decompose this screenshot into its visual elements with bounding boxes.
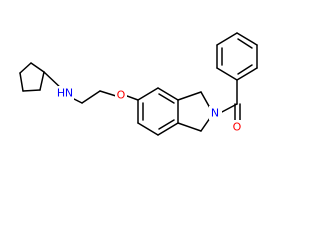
ring-n-bg [209, 106, 222, 120]
bond-phenyl-3 [216, 32, 238, 46]
bond-ether-aryl [126, 95, 139, 101]
bond-cyclopentyl-5 [19, 72, 24, 92]
bond-cyclopentyl-3 [39, 71, 45, 91]
bond-ring-n-bottom [200, 117, 211, 132]
bond-cyclopentyl-1 [19, 62, 32, 74]
bond-ch2-ether [99, 90, 117, 97]
structure-diagram: H N O N O [19, 32, 258, 136]
bond-aryl-1 [137, 87, 159, 101]
bond-phenyl-double-2 [237, 38, 253, 49]
amine-h-label: H [57, 87, 65, 100]
bond-n-carbonyl [219, 103, 238, 114]
bond-aryl-double-1 [158, 93, 175, 104]
bond-aryl-2 [157, 87, 179, 101]
bond-ring-n-top [200, 91, 211, 109]
bond-phenyl-1 [216, 67, 238, 81]
ether-o-bg [115, 88, 127, 102]
bond-phenyl-4 [236, 32, 258, 46]
carbonyl-oxygen-label: O [233, 121, 242, 134]
ether-oxygen-label: O [117, 89, 126, 102]
bonds [19, 32, 258, 136]
bond-ring-ch2-bottom [177, 122, 202, 132]
molecule-canvas: H N O N O [19, 32, 258, 136]
atom-labels: H N O N O [57, 86, 244, 134]
amine-n-label: N [65, 87, 73, 100]
bond-phenyl-6 [236, 67, 258, 81]
ring-nitrogen-label: N [211, 107, 219, 120]
bond-aryl-double-2 [158, 119, 175, 130]
amine-label-bg [58, 86, 74, 100]
bond-cyclopentyl-4 [22, 89, 41, 92]
bond-phenyl-double-3 [237, 64, 253, 75]
bond-ring-ch2-top [177, 91, 202, 101]
bond-aryl-4 [157, 122, 179, 136]
bond-aryl-5 [137, 122, 159, 136]
bond-ethyl [81, 90, 101, 104]
bond-cyclopentyl-2 [30, 62, 45, 73]
carbonyl-o-bg [231, 120, 244, 134]
